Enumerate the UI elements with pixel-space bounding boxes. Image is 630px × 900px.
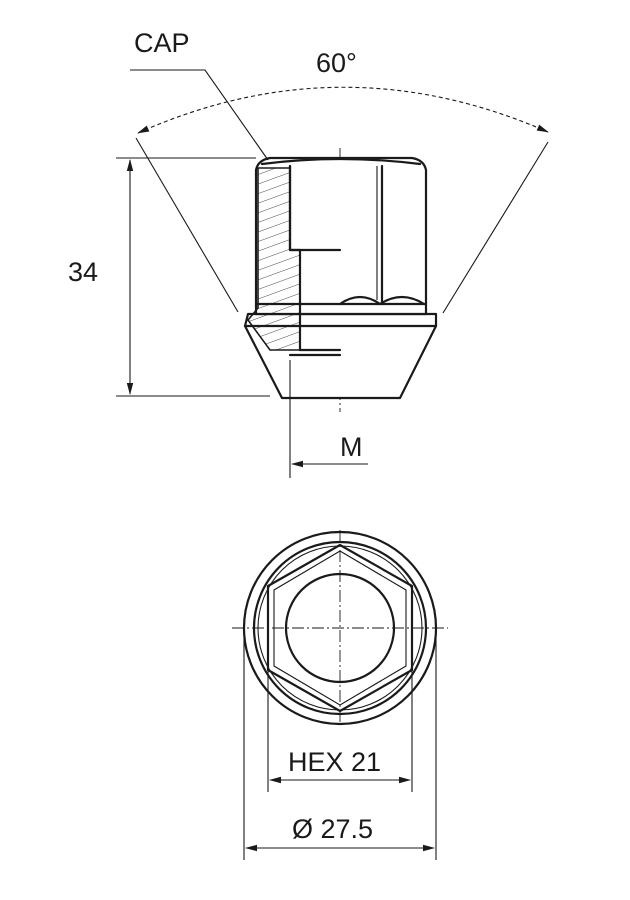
bore-circle	[284, 572, 396, 684]
diameter-label: Ø 27.5	[292, 814, 373, 844]
cap-label: CAP	[134, 28, 190, 58]
hex-outline	[266, 543, 414, 713]
angle-guide-left	[135, 137, 239, 313]
cap-leader	[130, 69, 269, 161]
section-hatch	[246, 167, 301, 351]
angle-guide-right	[442, 141, 549, 314]
side-view	[116, 69, 549, 478]
thread-label: M	[340, 432, 363, 462]
top-view	[232, 530, 448, 860]
angle-label: 60°	[316, 48, 357, 78]
angle-arc	[137, 86, 549, 134]
hex-label: HEX 21	[288, 747, 381, 777]
height-label: 34	[68, 257, 98, 287]
